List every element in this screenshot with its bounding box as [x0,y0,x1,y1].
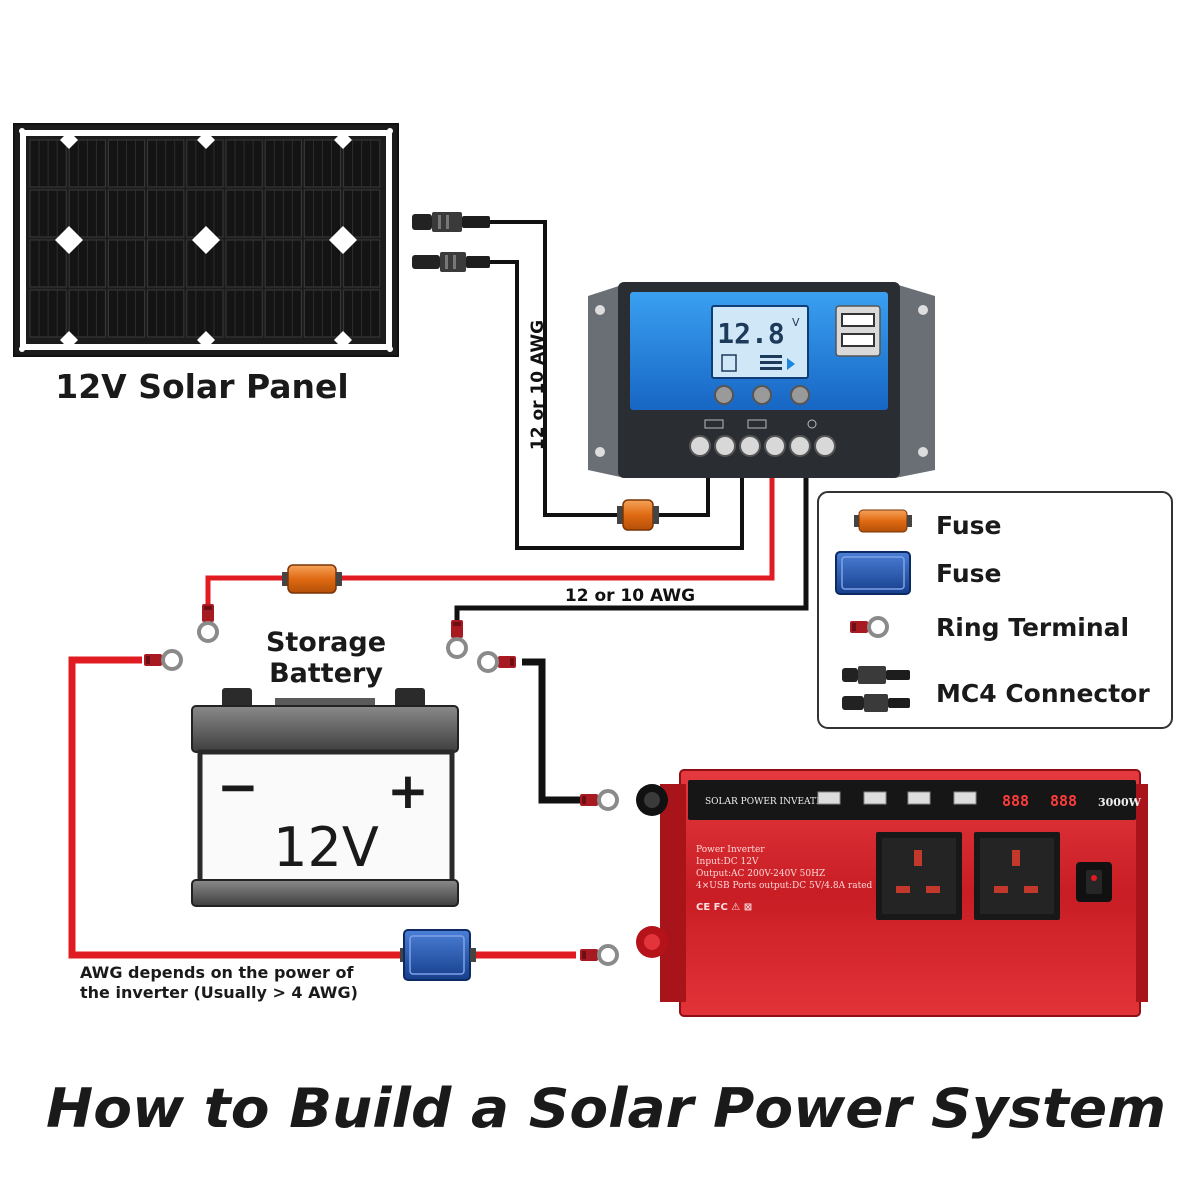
inverter-positive-wire [68,656,402,959]
inverter-spec-line2: Input:DC 12V [696,857,759,867]
pv-wire-gauge-label: 12 or 10 AWG [528,320,548,450]
pv-wire-upper [490,220,620,517]
controller-buttons [714,385,810,405]
panel-cell-gap [192,226,220,254]
orange-fuse-icon [854,509,912,533]
controller-usb-ports [835,305,881,357]
inverter-spec-line4: 4×USB Ports output:DC 5V/4.8A rated [696,881,873,891]
battery-negative-sign: − [217,758,259,816]
controller-button-right [790,385,810,405]
panel-cell-gap [334,331,352,349]
inverter-brand-label: SOLAR POWER INVEATER [705,797,830,807]
inverter-spec-line3: Output:AC 200V-240V 50HZ [696,869,825,879]
panel-cell-gap [60,131,78,149]
legend: Fuse Fuse Ring Terminal MC4 Connector [817,491,1173,729]
page-title: How to Build a Solar Power System [46,1077,1166,1140]
legend-label-blue-fuse: Fuse [936,559,1001,588]
inverter-positive-terminal [636,926,668,958]
inverter-wire-note-line1: AWG depends on the power of [80,963,355,982]
panel-cell-gap [197,131,215,149]
ring-terminal-inverter-positive-at-battery [142,649,183,671]
ring-terminal-controller-negative [446,618,468,659]
battery-positive-wire-2 [205,575,285,606]
ring-terminal-controller-positive [197,602,219,643]
blue-fuse-icon [835,551,911,595]
battery-wire-gauge-label: 12 or 10 AWG [565,586,695,606]
inverter-display-left: 888 [1002,792,1029,810]
power-inverter: SOLAR POWER INVEATER 888 888 3000W Power… [636,769,1148,1017]
battery-title-line2: Battery [269,658,383,689]
panel-cell-gap [334,131,352,149]
inverter-usb-ports [817,791,977,805]
battery-positive-sign: + [387,762,429,820]
wiring [68,220,809,959]
inverter-ac-socket-left [876,832,962,920]
inverter-fuse [400,929,476,981]
pv-wire-lower [490,260,744,550]
legend-label-orange-fuse: Fuse [936,511,1001,540]
storage-battery: Storage Battery − + 12V [191,627,459,907]
ring-terminal-inverter-positive [578,944,619,966]
panel-cell-gap [197,331,215,349]
controller-button-left [714,385,734,405]
charge-controller: 12.8 V [588,282,935,478]
panel-mc4-connectors [412,212,490,272]
solar-panel-label: 12V Solar Panel [55,367,349,406]
battery-negative-wire [454,472,809,622]
battery-positive-wire [340,472,775,581]
inverter-power-switch [1076,862,1112,902]
mc4-connector-icon [842,666,910,712]
legend-label-ring-terminal: Ring Terminal [936,613,1129,642]
controller-button-middle [752,385,772,405]
inverter-ac-socket-right [974,832,1060,920]
inverter-display-right: 888 [1050,792,1077,810]
inverter-rating-label: 3000W [1098,796,1142,809]
battery-title-line1: Storage [266,627,386,658]
pv-fuse [617,499,659,531]
ring-terminal-inverter-negative [578,789,619,811]
panel-cell-gap [329,226,357,254]
solar-panel: 12V Solar Panel [13,123,399,406]
panel-cell-gap [55,226,83,254]
inverter-negative-wire [522,658,580,804]
battery-fuse [282,564,342,594]
controller-terminals [689,435,836,457]
controller-display-unit: V [792,316,800,329]
inverter-negative-terminal [636,784,668,816]
inverter-spec-line1: Power Inverter [696,845,765,855]
battery-voltage-label: 12V [273,816,379,879]
controller-display-value: 12.8 [717,317,784,350]
pv-wire-upper-to-controller [655,472,710,517]
inverter-wire-note-line2: the inverter (Usually > 4 AWG) [80,983,358,1002]
controller-battery-indicator-icon [721,354,795,372]
legend-label-mc4-connector: MC4 Connector [936,679,1150,708]
controller-terminal-icons [704,419,817,429]
inverter-cert-marks: CE FC ⚠ ⊠ [696,902,752,913]
panel-cell-gap [60,331,78,349]
ring-terminal-inverter-negative-at-battery [477,651,518,673]
